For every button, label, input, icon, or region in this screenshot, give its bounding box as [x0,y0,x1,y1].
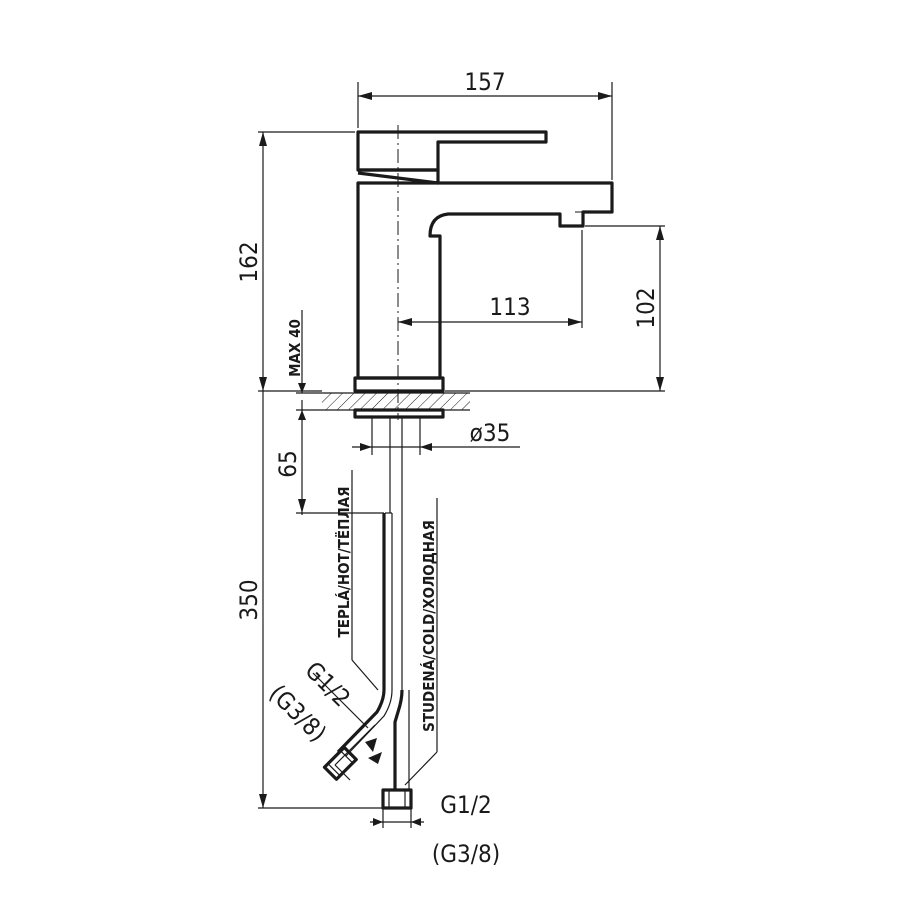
fixing-nut [353,408,445,419]
cold-hose-label-text: STUDENÁ/COLD/ХОЛОДНАЯ [419,520,438,732]
dim-spout-102: 102 [445,225,665,392]
dim-text-max-40: MAX 40 [286,319,304,377]
hot-hose-label-text: TEPLÁ/HOT/ТЁПЛАЯ [334,487,353,638]
hot-hose-label: TEPLÁ/HOT/ТЁПЛАЯ [334,470,379,691]
hot-hose [336,513,386,754]
dim-width-157: 157 [357,68,613,180]
countertop-hatch [322,393,470,410]
dim-thread-cold: G1/2 (G3/8) [370,791,500,868]
hot-connector-nut [322,745,358,781]
base-ring [353,376,445,393]
dim-reach-113: 113 [398,230,583,328]
hot-hose-inner [345,513,393,757]
dim-shank-65: 65 [274,450,384,514]
dim-text-102: 102 [632,287,660,328]
faucet-body [322,125,614,690]
dim-text-65: 65 [274,450,302,477]
dim-hose-350: 350 [235,391,383,809]
dim-text-thread-cold: G1/2 [440,791,491,819]
hoses [322,513,413,810]
dim-text-162: 162 [235,241,263,282]
handle-lever [356,130,548,172]
dim-text-350: 350 [235,579,263,620]
cold-hose-label: STUDENÁ/COLD/ХОЛОДНАЯ [404,498,438,786]
cold-connector-nut [381,788,413,810]
dim-diameter-35: ø35 [352,417,520,455]
dim-max-40: MAX 40 [286,310,322,515]
cold-hose [393,689,404,790]
dim-text-diameter: ø35 [470,419,511,447]
dim-height-162: 162 [235,131,355,392]
body-spout [356,181,614,380]
dim-text-thread-cold-alt: (G3/8) [432,840,500,868]
dim-text-157: 157 [464,68,505,96]
dim-text-113: 113 [489,293,530,321]
